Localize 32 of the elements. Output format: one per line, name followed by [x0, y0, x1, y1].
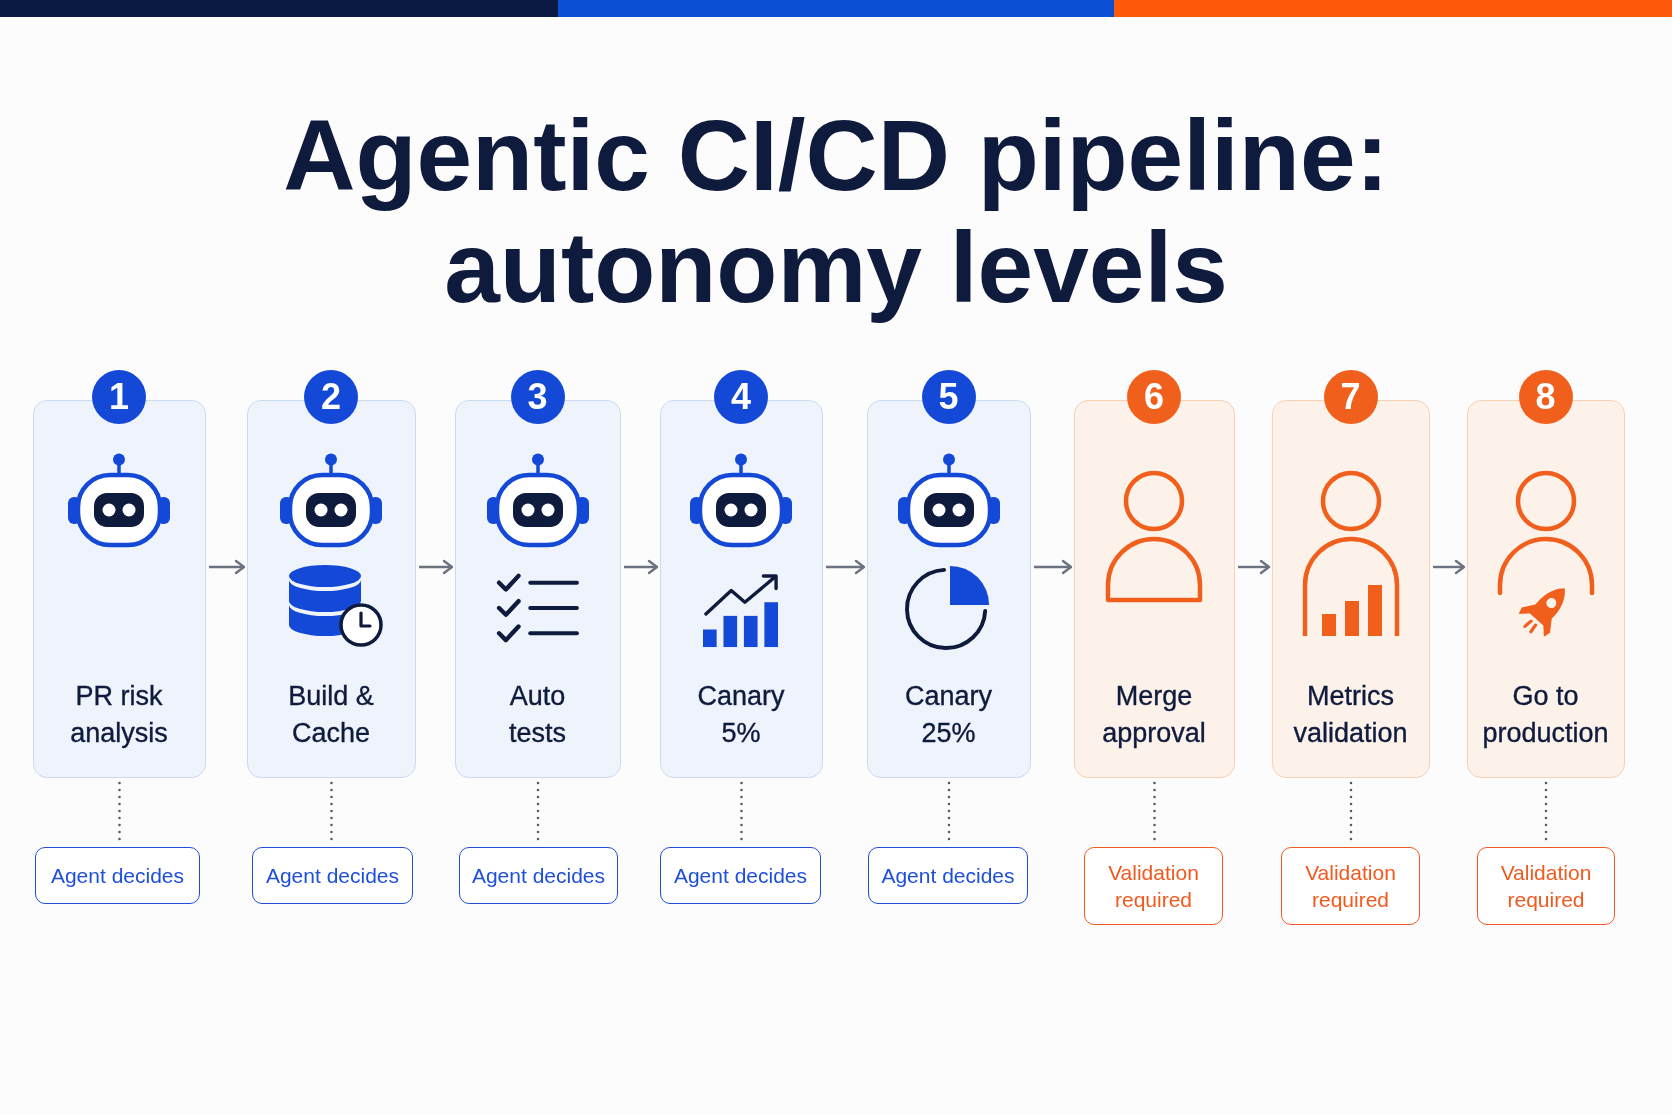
step-number: 6	[1127, 370, 1181, 424]
step-label: Auto tests	[508, 680, 567, 750]
arrow	[419, 559, 454, 575]
status-box: Agent decides	[459, 847, 618, 904]
step-label: Go to production	[1481, 680, 1610, 750]
step-label: Merge approval	[1101, 680, 1207, 750]
status-box: Agent decides	[868, 847, 1028, 904]
step-number: 3	[510, 370, 565, 424]
arrow	[1238, 559, 1271, 575]
arrow	[624, 559, 659, 575]
step-number: 4	[714, 370, 768, 424]
status-box: Validation required	[1477, 847, 1615, 925]
step-number: 7	[1323, 370, 1378, 424]
step-number: 5	[921, 370, 976, 424]
step-number: 1	[92, 370, 146, 424]
step-label: Metrics validation	[1292, 680, 1409, 750]
step-number: 8	[1518, 370, 1573, 424]
title: Agentic CI/CD pipeline: autonomy levels	[282, 99, 1390, 323]
step-number: 2	[304, 370, 358, 424]
status-box: Validation required	[1281, 847, 1420, 925]
step-label: Canary 25%	[903, 680, 993, 750]
step-label: Build & Cache	[287, 680, 375, 750]
arrow	[1034, 559, 1073, 575]
status-box: Agent decides	[35, 847, 200, 904]
status-box: Agent decides	[660, 847, 821, 904]
arrow	[1433, 559, 1466, 575]
status-box: Agent decides	[252, 847, 413, 904]
status-box: Validation required	[1084, 847, 1223, 925]
arrow	[209, 559, 246, 575]
arrow	[826, 559, 866, 575]
step-label: Canary 5%	[696, 680, 786, 750]
step-label: PR risk analysis	[69, 680, 169, 750]
